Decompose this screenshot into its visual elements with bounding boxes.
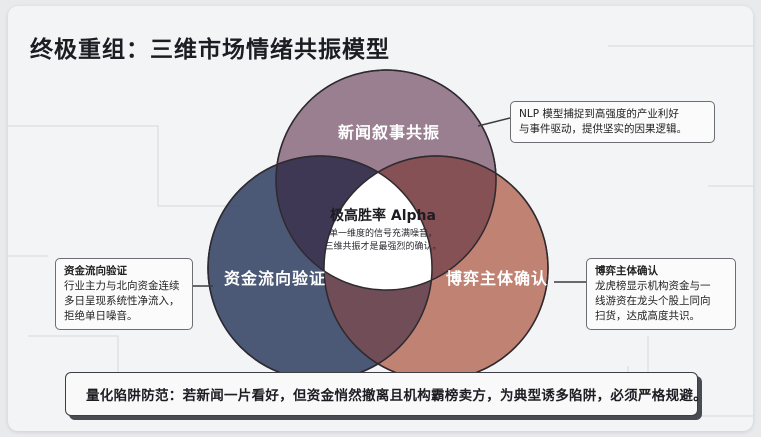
center-intersection xyxy=(324,156,432,290)
center-title: 极高胜率 Alpha xyxy=(330,208,436,224)
callout-game-line: 线游资在龙头个股上同向 xyxy=(595,295,711,307)
game-circle-label: 博弈主体确认 xyxy=(446,269,549,288)
callout-game-line: 扫货，达成高度共识。 xyxy=(595,310,700,322)
callout-nlp: NLP 模型捕捉到高强度的产业利好 与事件驱动，提供坚实的因果逻辑。 xyxy=(510,101,715,143)
center-desc-line: 单一维度的信号充满噪音， xyxy=(328,229,437,239)
center-desc-line: 三维共振才是最强烈的确认。 xyxy=(324,242,442,252)
connector-nlp xyxy=(477,117,511,127)
news-circle-label: 新闻叙事共振 xyxy=(338,123,441,142)
trap-warning-banner: 量化陷阱防范：若新闻一片看好，但资金悄然撤离且机构霸榜卖方，为典型诱多陷阱，必须… xyxy=(65,372,707,416)
callout-fund-line: 多日呈现系统性净流入， xyxy=(64,295,180,307)
center-description: 单一维度的信号充满噪音， 三维共振才是最强烈的确认。 xyxy=(324,228,442,254)
callout-game: 博弈主体确认 龙虎榜显示机构资金与一 线游资在龙头个股上同向 扫货，达成高度共识… xyxy=(586,258,736,330)
callout-fund-title: 资金流向验证 xyxy=(64,265,127,277)
callout-fund-line: 拒绝单日噪音。 xyxy=(64,310,138,322)
callout-fund: 资金流向验证 行业主力与北向资金连续 多日呈现系统性净流入， 拒绝单日噪音。 xyxy=(55,258,193,330)
callout-nlp-line: NLP 模型捕捉到高强度的产业利好 xyxy=(519,108,679,120)
callout-fund-line: 行业主力与北向资金连续 xyxy=(64,280,180,292)
venn-diagram xyxy=(193,69,586,381)
callout-nlp-line: 与事件驱动，提供坚实的因果逻辑。 xyxy=(519,123,687,135)
trap-warning-text: 量化陷阱防范：若新闻一片看好，但资金悄然撤离且机构霸榜卖方，为典型诱多陷阱，必须… xyxy=(86,388,707,404)
fund-circle-label: 资金流向验证 xyxy=(224,269,327,288)
slide-card: 终极重组：三维市场情绪共振模型 xyxy=(8,6,753,431)
page-title: 终极重组：三维市场情绪共振模型 xyxy=(30,37,390,63)
callout-game-title: 博弈主体确认 xyxy=(595,265,658,277)
callout-game-line: 龙虎榜显示机构资金与一 xyxy=(595,280,711,292)
